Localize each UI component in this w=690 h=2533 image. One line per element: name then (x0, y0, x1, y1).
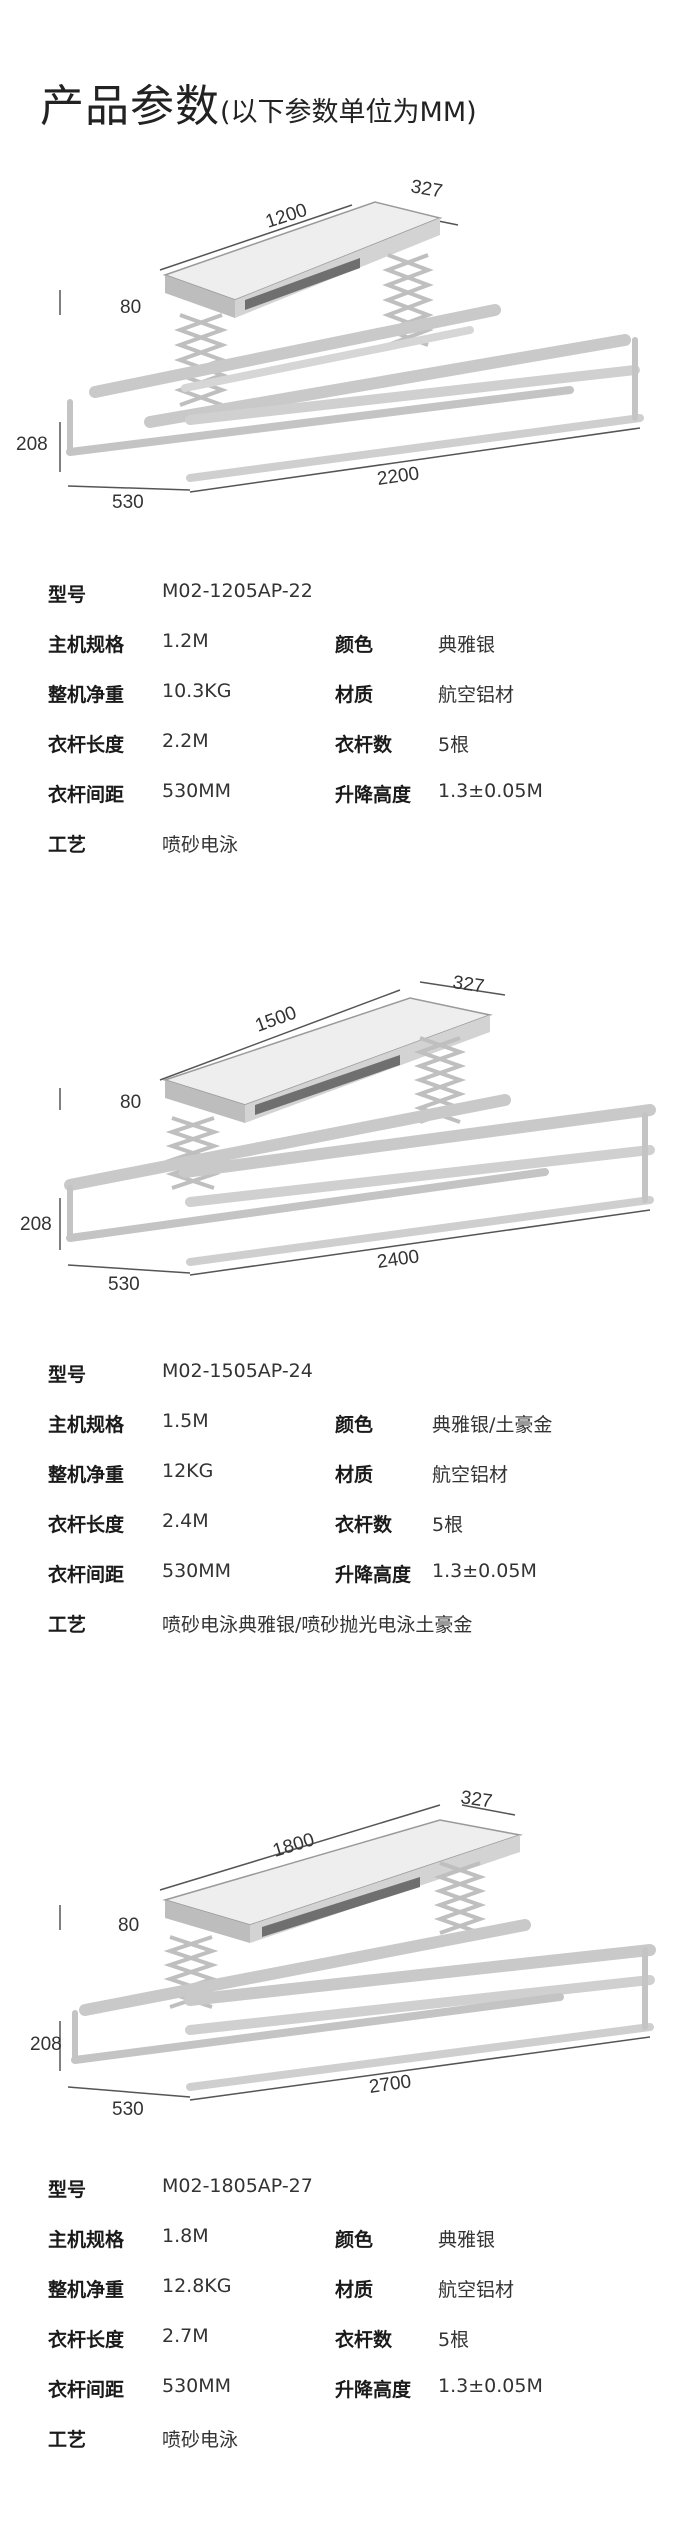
value-host-spec: 1.8M (162, 2225, 209, 2247)
page-title-unit-note: (以下参数单位为MM) (220, 97, 477, 128)
value-material: 航空铝材 (438, 684, 515, 706)
value-material: 航空铝材 (438, 2279, 515, 2301)
value-weight: 12.8KG (162, 2275, 232, 2297)
dim-depth: 327 (459, 1787, 493, 1812)
label-material: 材质 (335, 2279, 374, 2301)
value-host-spec: 1.2M (162, 630, 209, 652)
dim-side: 208 (16, 434, 48, 455)
label-model: 型号 (48, 584, 87, 606)
value-rod-count: 5根 (438, 2329, 470, 2351)
value-rod-spacing: 530MM (162, 780, 232, 802)
value-lift-height: 1.3±0.05M (438, 780, 543, 802)
label-model: 型号 (48, 2179, 87, 2201)
value-model: M02-1805AP-27 (162, 2175, 313, 2197)
label-lift-height: 升降高度 (335, 2379, 412, 2401)
label-lift-height: 升降高度 (335, 784, 412, 806)
value-process: 喷砂电泳典雅银/喷砂抛光电泳土豪金 (162, 1614, 473, 1636)
label-color: 颜色 (335, 634, 374, 656)
label-rod-spacing: 衣杆间距 (48, 2379, 125, 2401)
label-material: 材质 (335, 1464, 374, 1486)
dim-height: 80 (120, 297, 141, 318)
dim-height: 80 (120, 1092, 141, 1113)
value-color: 典雅银 (438, 634, 496, 656)
dim-length: 1500 (253, 1003, 300, 1037)
host-unit (162, 201, 443, 318)
label-rod-spacing: 衣杆间距 (48, 1564, 125, 1586)
value-process: 喷砂电泳 (162, 834, 239, 856)
value-weight: 10.3KG (162, 680, 232, 702)
value-rod-spacing: 530MM (162, 2375, 232, 2397)
product-diagram-1: 1200 327 80 208 530 2200 (16, 176, 644, 513)
product-diagram-3: 1800 327 80 208 530 2700 (30, 1787, 656, 2120)
dim-height: 80 (118, 1915, 139, 1936)
clothes-rods (64, 1094, 656, 1266)
dim-spacing: 530 (108, 1274, 140, 1295)
label-rod-count: 衣杆数 (335, 1514, 393, 1536)
label-process: 工艺 (48, 1614, 87, 1636)
dim-side: 208 (20, 1214, 52, 1235)
dim-side: 208 (30, 2034, 62, 2055)
label-rod-length: 衣杆长度 (48, 734, 125, 756)
label-material: 材质 (335, 684, 374, 706)
clothes-rods (66, 304, 644, 482)
value-lift-height: 1.3±0.05M (432, 1560, 537, 1582)
label-color: 颜色 (335, 2229, 374, 2251)
dim-rod: 2200 (376, 463, 421, 490)
label-weight: 整机净重 (48, 1464, 125, 1486)
label-host-spec: 主机规格 (48, 634, 125, 656)
value-rod-count: 5根 (432, 1514, 464, 1536)
dim-depth: 327 (409, 176, 444, 202)
value-weight: 12KG (162, 1460, 214, 1482)
label-process: 工艺 (48, 834, 87, 856)
dim-depth: 327 (451, 972, 485, 997)
label-lift-height: 升降高度 (335, 1564, 412, 1586)
product-diagram-2: 1500 327 80 208 530 2400 (20, 972, 656, 1295)
label-weight: 整机净重 (48, 684, 125, 706)
label-color: 颜色 (335, 1414, 374, 1436)
dim-rod: 2700 (368, 2071, 413, 2098)
label-host-spec: 主机规格 (48, 2229, 125, 2251)
label-rod-count: 衣杆数 (335, 2329, 393, 2351)
value-rod-count: 5根 (438, 734, 470, 756)
page-title: 产品参数(以下参数单位为MM) (40, 70, 477, 134)
value-color: 典雅银/土豪金 (432, 1414, 553, 1436)
label-weight: 整机净重 (48, 2279, 125, 2301)
clothes-rods (71, 1919, 656, 2091)
label-rod-length: 衣杆长度 (48, 1514, 125, 1536)
value-color: 典雅银 (438, 2229, 496, 2251)
value-model: M02-1205AP-22 (162, 580, 313, 602)
label-host-spec: 主机规格 (48, 1414, 125, 1436)
value-process: 喷砂电泳 (162, 2429, 239, 2451)
value-rod-length: 2.2M (162, 730, 209, 752)
label-model: 型号 (48, 1364, 87, 1386)
value-host-spec: 1.5M (162, 1410, 209, 1432)
dim-rod: 2400 (376, 1246, 421, 1273)
dim-length: 1800 (270, 1829, 317, 1861)
value-rod-length: 2.7M (162, 2325, 209, 2347)
page-title-main: 产品参数 (40, 81, 220, 132)
value-rod-length: 2.4M (162, 1510, 209, 1532)
dim-spacing: 530 (112, 492, 144, 513)
value-model: M02-1505AP-24 (162, 1360, 313, 1382)
label-rod-spacing: 衣杆间距 (48, 784, 125, 806)
label-rod-count: 衣杆数 (335, 734, 393, 756)
label-process: 工艺 (48, 2429, 87, 2451)
value-lift-height: 1.3±0.05M (438, 2375, 543, 2397)
dim-spacing: 530 (112, 2099, 144, 2120)
value-material: 航空铝材 (432, 1464, 509, 1486)
value-rod-spacing: 530MM (162, 1560, 232, 1582)
label-rod-length: 衣杆长度 (48, 2329, 125, 2351)
host-unit (162, 1819, 523, 1943)
